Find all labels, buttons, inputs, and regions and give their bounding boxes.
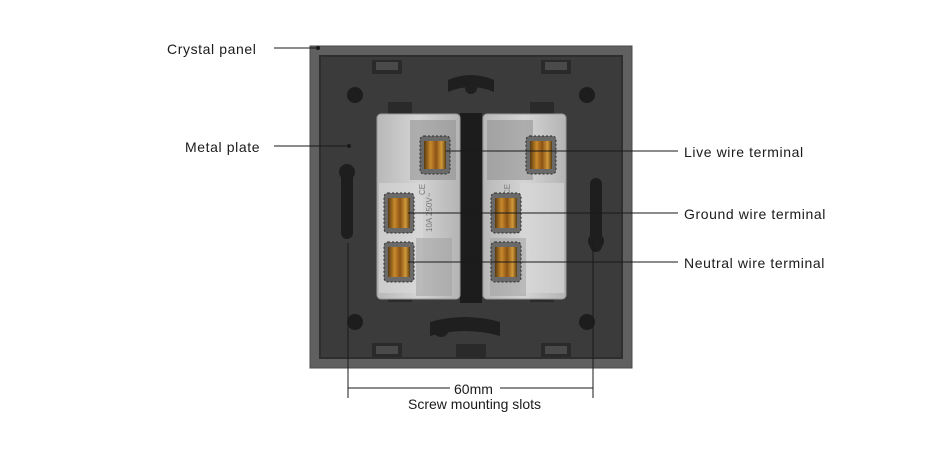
leader-lines <box>274 46 678 398</box>
left-cert-mark: CE <box>418 184 427 195</box>
dimension-caption: Screw mounting slots <box>408 396 542 412</box>
left-live-terminal <box>419 135 451 175</box>
screw-mounting-slots <box>339 164 604 252</box>
corner-holes <box>347 87 595 330</box>
left-rating-mark: 10A 250V~ <box>425 192 434 232</box>
neutral-terminal-label: Neutral wire terminal <box>684 255 825 271</box>
left-neutral-terminal <box>383 241 415 283</box>
dimension-value: 60mm <box>454 381 493 397</box>
right-live-terminal <box>525 135 557 175</box>
crystal-panel-label: Crystal panel <box>167 41 257 57</box>
right-cert-mark: CE <box>503 184 512 195</box>
metal-plate-label: Metal plate <box>185 139 261 155</box>
ground-terminal-label: Ground wire terminal <box>684 206 826 222</box>
live-terminal-label: Live wire terminal <box>684 144 804 160</box>
